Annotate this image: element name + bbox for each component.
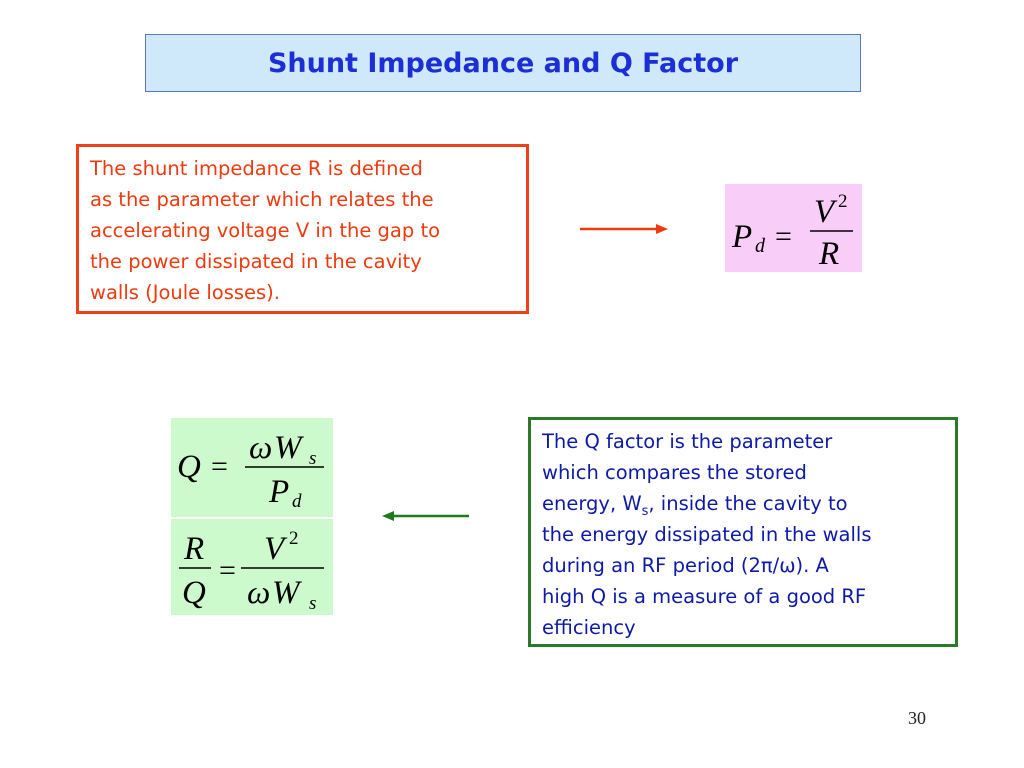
r-over-q-formula: R Q = V 2 ω W s: [171, 519, 333, 615]
shunt-line: the power dissipated in the cavity: [90, 250, 422, 273]
q-line: energy, Ws, inside the cavity to: [542, 488, 947, 519]
rq-equals: =: [219, 554, 236, 587]
q-line: which compares the stored: [542, 461, 807, 484]
pd-numerator: V: [814, 194, 838, 230]
omega-symbol: ω: [249, 430, 272, 466]
shunt-line: walls (Joule losses).: [90, 281, 280, 304]
q-line: high Q is a measure of a good RF: [542, 585, 867, 608]
stored-energy-subscript: s: [641, 503, 649, 519]
rq-denominator-q: Q: [182, 575, 206, 611]
power-dissipated-formula: P d = V 2 R: [725, 184, 862, 272]
right-arrow-icon: [580, 224, 668, 234]
q-denominator-p: P: [268, 474, 289, 510]
pd-numerator-exponent: 2: [838, 191, 848, 212]
q-line: efficiency: [542, 616, 636, 639]
rq-denominator-subscript: s: [309, 593, 316, 614]
q-numerator-w: W: [274, 430, 304, 466]
shunt-impedance-description: The shunt impedance R is defined as the …: [76, 144, 529, 314]
pd-symbol: P: [731, 219, 752, 255]
q-line: during an RF period (2π/ω). A: [542, 554, 829, 577]
rq-numerator-exponent: 2: [289, 528, 299, 549]
q-factor-formula: Q = ω W s P d: [171, 418, 333, 517]
shunt-line: accelerating voltage V in the gap to: [90, 219, 441, 242]
q-equals: =: [211, 450, 228, 483]
shunt-line: The shunt impedance R is defined: [90, 157, 423, 180]
rq-numerator-r: R: [183, 531, 204, 567]
q-factor-description: The Q factor is the parameter which comp…: [528, 417, 958, 647]
omega-symbol: ω: [247, 575, 270, 611]
rq-numerator-v: V: [264, 531, 288, 567]
q-line: the energy dissipated in the walls: [542, 523, 872, 546]
pd-equals: =: [775, 220, 792, 253]
q-symbol: Q: [177, 449, 201, 485]
rq-denominator-w: W: [272, 575, 302, 611]
left-arrow-icon: [382, 511, 469, 521]
q-line: The Q factor is the parameter: [542, 430, 833, 453]
q-line-text: energy, W: [542, 492, 642, 515]
q-denominator-subscript: d: [292, 491, 302, 512]
shunt-line: as the parameter which relates the: [90, 188, 434, 211]
pd-denominator: R: [818, 236, 839, 272]
q-numerator-subscript: s: [309, 448, 316, 469]
q-line-text: , inside the cavity to: [648, 492, 848, 515]
page-number: 30: [908, 708, 926, 728]
slide-title: Shunt Impedance and Q Factor: [267, 47, 739, 79]
title-banner: Shunt Impedance and Q Factor: [145, 34, 861, 92]
pd-subscript: d: [755, 235, 766, 257]
